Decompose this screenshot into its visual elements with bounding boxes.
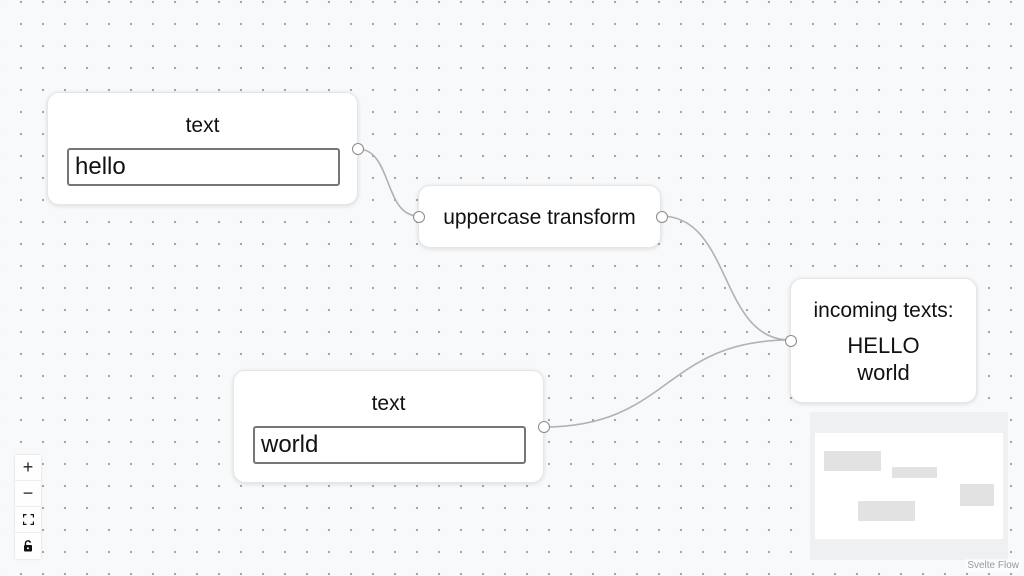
target-handle[interactable] [413,211,425,223]
target-handle[interactable] [785,335,797,347]
text-input-hello[interactable] [67,148,340,186]
edge-text2-to-result [543,339,791,428]
zoom-in-button[interactable]: + [15,455,41,481]
node-title: incoming texts: [813,299,954,322]
text-node-hello[interactable]: text [47,92,364,205]
minimap-node [960,484,994,506]
minimap-node [824,451,881,471]
node-title: uppercase transform [443,206,636,229]
source-handle[interactable] [538,421,550,433]
source-handle[interactable] [656,211,668,223]
result-line: world [857,360,910,385]
fit-view-button[interactable] [15,507,41,533]
plus-icon: + [22,457,34,477]
minimap-node [892,467,937,478]
node-title: text [185,114,220,137]
toggle-interactivity-button[interactable] [15,533,41,559]
result-line: HELLO [847,333,920,358]
node-title: text [371,392,406,415]
lock-icon [24,540,32,552]
minimap[interactable] [810,412,1008,560]
zoom-out-button[interactable]: − [15,481,41,507]
text-input-world[interactable] [253,426,526,464]
edge-text1-to-uppercase [357,148,419,217]
uppercase-transform-node[interactable]: uppercase transform [413,185,668,248]
result-node[interactable]: incoming texts: HELLO world [785,278,977,403]
attribution-link[interactable]: Svelte Flow [965,559,1021,572]
minus-icon: − [22,483,34,503]
fit-view-icon [22,514,34,525]
source-handle[interactable] [352,143,364,155]
flow-controls: + − [15,455,41,559]
text-node-world[interactable]: text [233,370,550,483]
minimap-node [858,501,915,521]
edge-uppercase-to-result [660,215,791,341]
